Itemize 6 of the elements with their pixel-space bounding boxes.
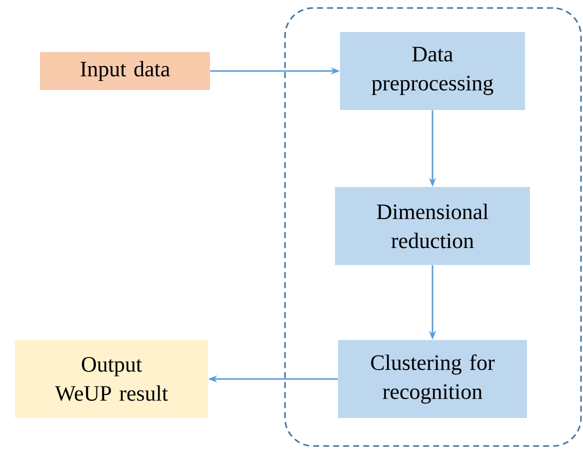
process-box: Output WeUP result	[15, 340, 208, 418]
process-box: Data preprocessing	[340, 32, 525, 110]
dashed-group-border	[284, 7, 582, 447]
process-box: Input data	[40, 52, 210, 90]
process-box: Clustering for recognition	[338, 340, 527, 418]
process-box: Dimensional reduction	[335, 187, 530, 265]
